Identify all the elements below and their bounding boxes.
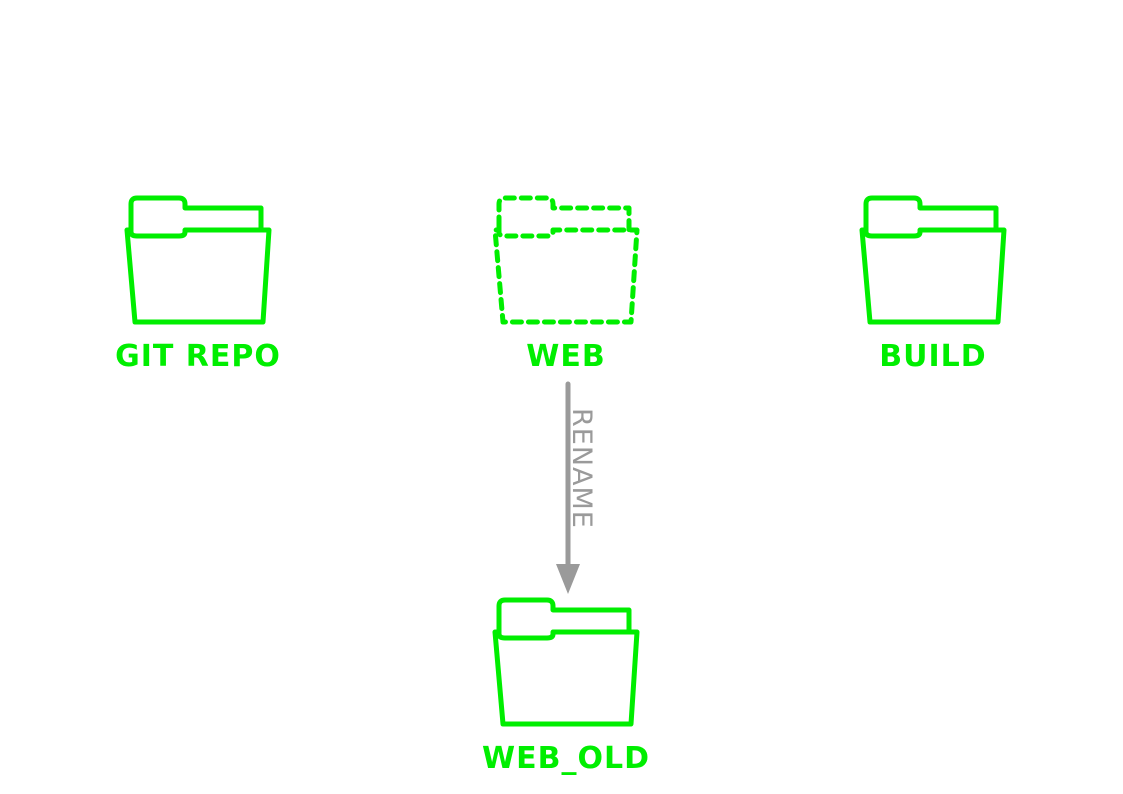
- folder-label: BUILD: [879, 339, 987, 374]
- folder-label: WEB_OLD: [482, 741, 650, 776]
- folder-node-web-old: WEB_OLD: [466, 594, 666, 774]
- folder-label: GIT REPO: [115, 339, 281, 374]
- folder-node-web: WEB: [466, 192, 666, 372]
- folder-icon: [123, 192, 273, 328]
- rename-arrow: [556, 381, 580, 594]
- folder-icon: [491, 192, 641, 328]
- folder-icon: [858, 192, 1008, 328]
- folder-node-build: BUILD: [833, 192, 1033, 372]
- folder-node-git-repo: GIT REPO: [98, 192, 298, 372]
- folder-label: WEB: [526, 339, 606, 374]
- folder-icon: [491, 594, 641, 730]
- rename-label: RENAME: [566, 408, 597, 529]
